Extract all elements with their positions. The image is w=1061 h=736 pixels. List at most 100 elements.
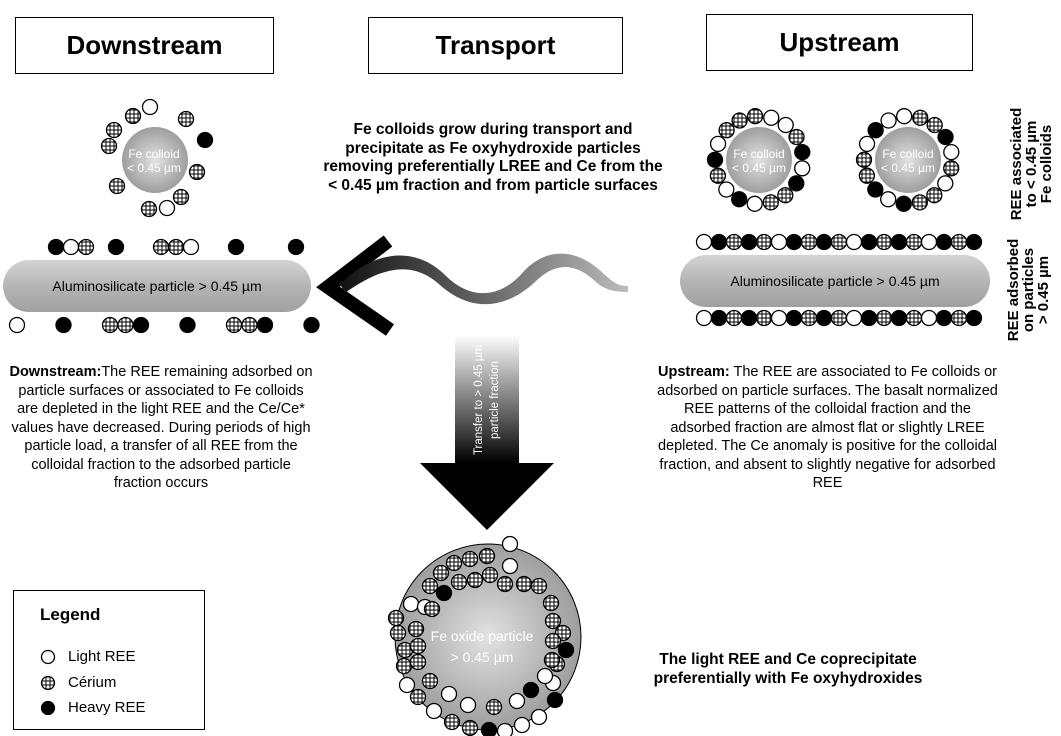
- heavy-ree-dot: [785, 309, 803, 327]
- cerium-dot: [389, 624, 407, 642]
- legend-title: Legend: [40, 605, 101, 624]
- light-ree-dot: [440, 685, 458, 703]
- heavy-ree-dot: [287, 238, 305, 256]
- heavy-ree-dot: [107, 238, 125, 256]
- heavy-ree-dot: [740, 233, 758, 251]
- cerium-dot: [225, 316, 243, 334]
- light-ree-dot: [501, 557, 519, 575]
- transfer-label-2: particle fraction: [489, 361, 501, 439]
- cerium-dot: [755, 309, 773, 327]
- downstream-fe-colloid: [122, 127, 188, 193]
- cerium-dot: [755, 233, 773, 251]
- cerium-dot: [140, 200, 158, 218]
- light-ree-dot: [920, 309, 938, 327]
- cerium-dot: [485, 698, 503, 716]
- cerium-dot: [105, 121, 123, 139]
- heavy-ree-dot: [179, 316, 196, 334]
- downstream-description-title: Downstream:: [9, 364, 102, 380]
- cerium-dot: [409, 688, 427, 706]
- heavy-ree-dot: [303, 316, 320, 334]
- heavy-ree-dot: [55, 316, 72, 334]
- cerium-dot: [117, 316, 134, 334]
- legend: Legend Light REE Cérium Heavy REE: [13, 590, 205, 730]
- cerium-dot: [943, 160, 960, 177]
- cerium-dot: [152, 238, 170, 256]
- cerium-dot: [543, 651, 561, 669]
- cerium-dot: [101, 316, 119, 334]
- filled-circle-icon: [40, 700, 56, 715]
- heavy-ree-dot: [740, 309, 758, 327]
- cerium-dot: [461, 550, 479, 568]
- heavy-ree-dot: [256, 316, 274, 334]
- heavy-ree-dot: [710, 309, 728, 327]
- cerium-dot: [542, 594, 560, 612]
- heavy-ree-dot: [895, 195, 912, 212]
- cerium-dot: [421, 672, 439, 690]
- cerium-dot: [450, 573, 468, 591]
- light-ree-dot: [513, 716, 531, 734]
- heavy-ree-dot: [132, 316, 150, 334]
- light-ree-dot: [398, 676, 416, 694]
- cerium-dot: [409, 637, 427, 655]
- cerium-dot: [830, 309, 848, 327]
- header-upstream: Upstream: [706, 14, 973, 71]
- heavy-ree-dot: [867, 181, 884, 198]
- heavy-ree-dot: [706, 151, 724, 168]
- light-ree-dot: [496, 722, 514, 736]
- light-ree-dot: [763, 109, 780, 126]
- cerium-dot: [461, 719, 479, 736]
- cerium-dot: [387, 609, 405, 627]
- cerium-dot: [800, 309, 818, 327]
- fe-colloid-label: Fe colloid: [882, 147, 933, 161]
- heavy-ree-dot: [890, 309, 908, 327]
- cerium-dot: [855, 151, 873, 168]
- coprecipitate-note: The light REE and Ce coprecipitate prefe…: [653, 651, 923, 687]
- legend-label-light-ree: Light REE: [68, 648, 136, 665]
- upstream-fe-colloid-1: [726, 127, 792, 193]
- cerium-dot: [478, 547, 496, 565]
- light-ree-dot: [158, 199, 176, 217]
- cerium-dot: [762, 194, 779, 211]
- left-arrow-icon: [316, 235, 394, 336]
- cerium-dot: [177, 110, 195, 128]
- cerium-dot: [100, 137, 118, 155]
- header-downstream: Downstream: [15, 17, 274, 74]
- downstream-aluminosilicate-particle: [3, 260, 311, 312]
- open-circle-icon: [40, 649, 56, 664]
- cerium-dot: [950, 233, 968, 251]
- transport-wave: [340, 253, 628, 305]
- cerium-dot: [544, 612, 562, 630]
- cerium-dot: [875, 309, 893, 327]
- cerium-dot: [481, 566, 499, 584]
- upstream-aluminosilicate-particle: [680, 255, 990, 307]
- ree-dot-group: [8, 98, 983, 736]
- cerium-dot: [777, 187, 794, 204]
- legend-item-light-ree: Light REE: [40, 648, 136, 665]
- light-ree-dot: [508, 692, 526, 710]
- cerium-dot: [911, 194, 928, 211]
- light-ree-dot: [709, 135, 727, 153]
- cerium-dot: [788, 128, 805, 146]
- down-arrow-shaft: [455, 335, 519, 463]
- light-ree-dot: [858, 135, 876, 153]
- fe-colloid-label: Fe colloid: [128, 147, 179, 161]
- light-ree-dot: [182, 238, 200, 256]
- cerium-dot: [709, 167, 727, 184]
- legend-label-heavy-ree: Heavy REE: [68, 699, 146, 716]
- light-ree-dot: [770, 233, 788, 251]
- aluminosilicate-label: Aluminosilicate particle > 0.45 µm: [52, 278, 261, 294]
- cerium-dot: [407, 620, 425, 638]
- heavy-ree-dot: [794, 143, 811, 161]
- cerium-dot: [496, 575, 514, 593]
- aluminosilicate-label: Aluminosilicate particle > 0.45 µm: [730, 273, 939, 289]
- fe-colloid-size-label: < 0.45 µm: [881, 161, 935, 175]
- legend-item-heavy-ree: Heavy REE: [40, 699, 146, 716]
- light-ree-dot: [794, 160, 811, 177]
- cerium-dot: [167, 238, 185, 256]
- light-ree-dot: [459, 696, 477, 714]
- cerium-dot: [409, 653, 427, 671]
- cerium-dot: [926, 116, 943, 134]
- cerium-dot: [950, 309, 968, 327]
